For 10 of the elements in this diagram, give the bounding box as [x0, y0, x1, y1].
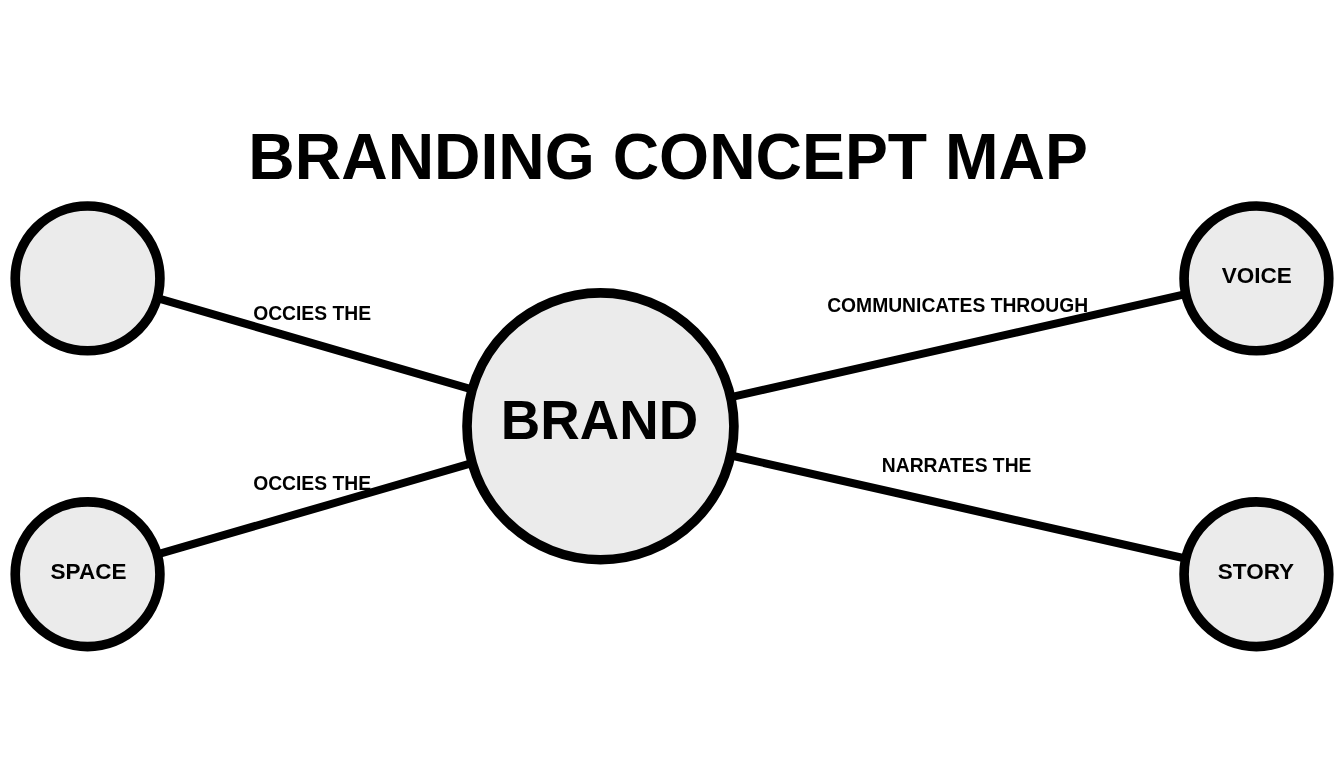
node-circle — [10, 200, 165, 356]
node-circle: VOICE — [1179, 200, 1334, 356]
node-circle: BRAND — [462, 287, 739, 565]
edge-label: OCCIES THE — [253, 472, 372, 494]
edge-label: COMMUNICATES THROUGH — [827, 294, 1089, 316]
node-circle: SPACE — [10, 496, 165, 651]
edge-label: OCCIES THE — [253, 302, 372, 324]
diagram-title: BRANDING CONCEPT MAP — [248, 120, 1088, 193]
edge-label: NARRATES THE — [881, 454, 1032, 476]
node-circle: STORY — [1179, 496, 1334, 651]
